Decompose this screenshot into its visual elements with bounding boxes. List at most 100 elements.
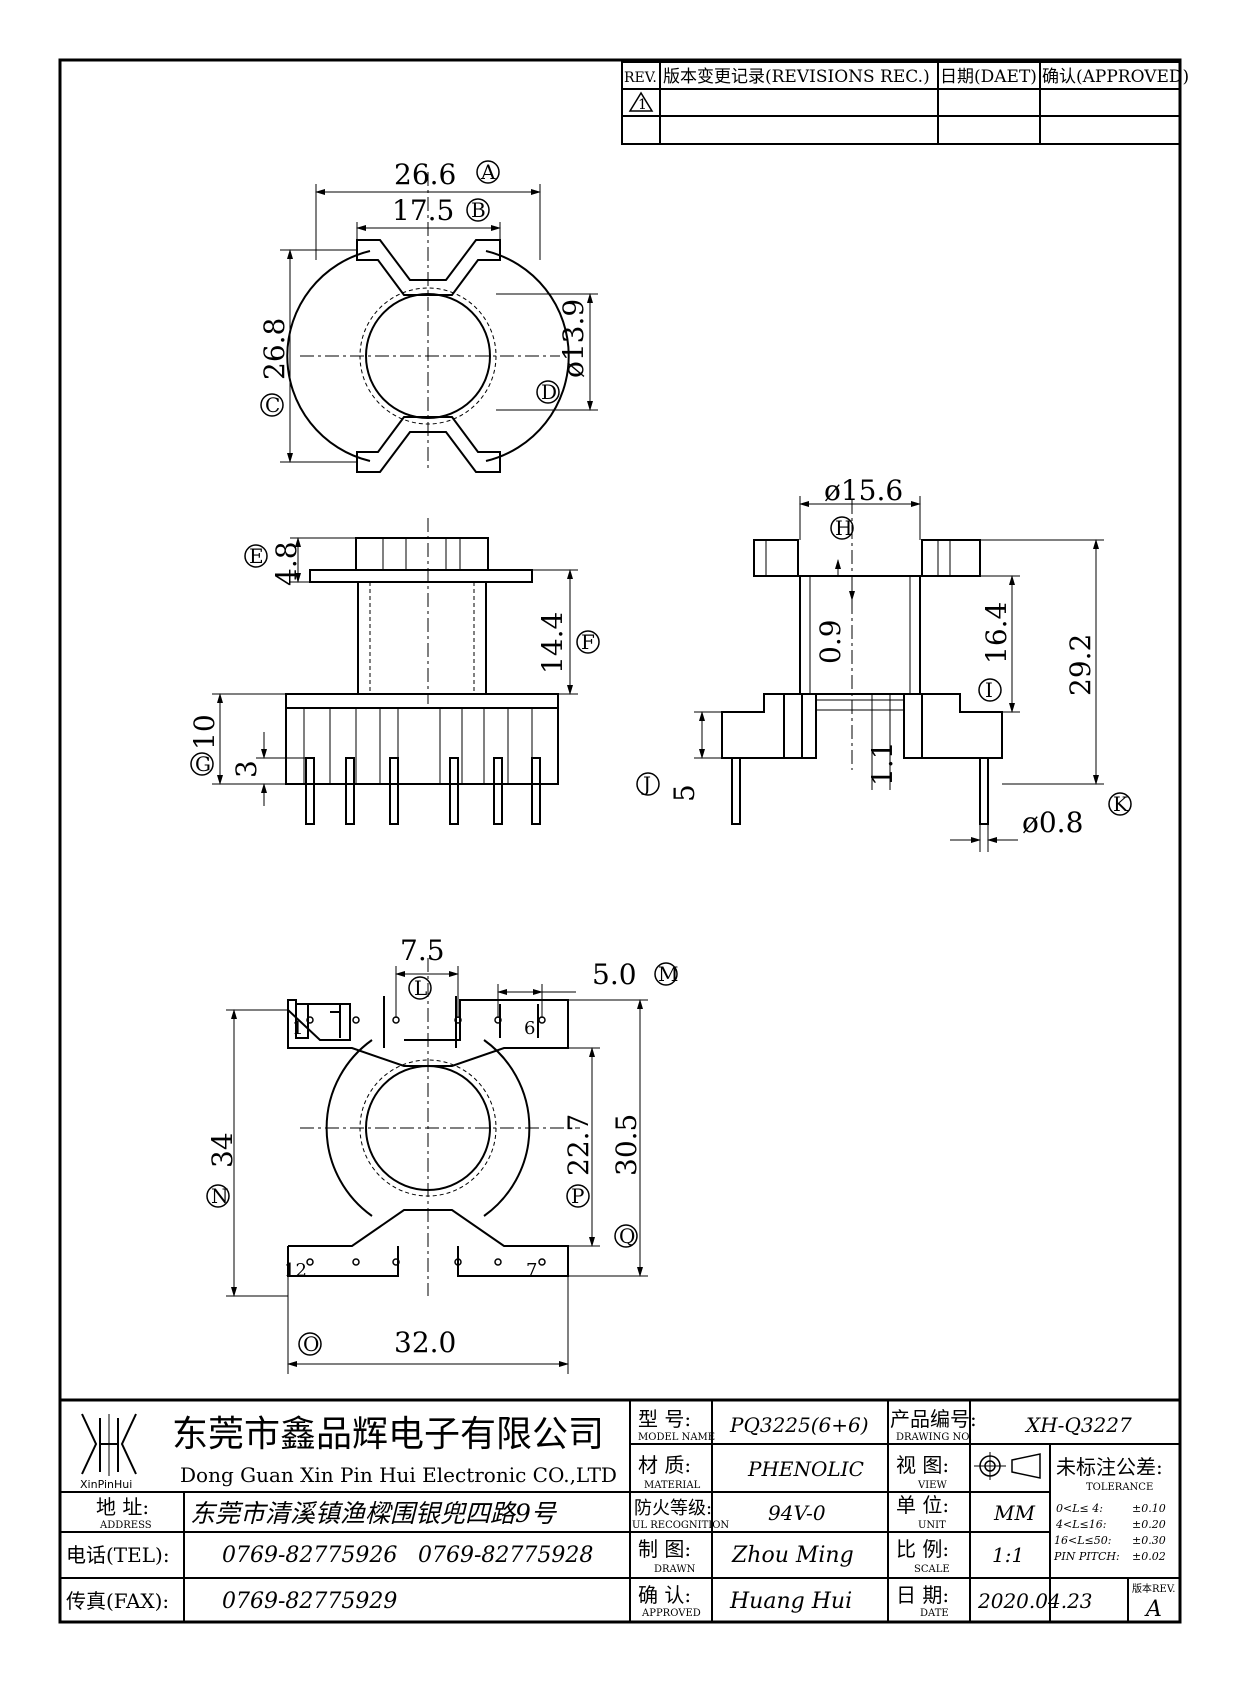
model-label-en: MODEL NAME xyxy=(638,1432,715,1443)
label-f-icon: F xyxy=(576,630,600,654)
drawn-value: Zhou Ming xyxy=(731,1543,854,1568)
projection-symbol-icon xyxy=(974,1452,1041,1480)
dim-m-value: 5.0 xyxy=(592,958,637,991)
dim-d-value: ø13.9 xyxy=(557,299,590,378)
tolerance-range-4: PIN PITCH: xyxy=(1053,1550,1120,1563)
dim-i-value: 16.4 xyxy=(980,602,1013,664)
pin-label-7: 7 xyxy=(526,1260,537,1281)
svg-text:J: J xyxy=(641,772,651,796)
approved-value: Huang Hui xyxy=(729,1589,852,1614)
dim-e-value: 4.8 xyxy=(270,541,303,586)
label-o-icon: O xyxy=(298,1332,322,1356)
drawn-label: 制 图: xyxy=(638,1537,691,1561)
label-h-icon: H xyxy=(830,516,854,540)
company-name-cn: 东莞市鑫品辉电子有限公司 xyxy=(172,1414,604,1455)
label-n-icon: N xyxy=(206,1184,230,1208)
front-view xyxy=(212,518,578,825)
model-label: 型 号: xyxy=(638,1407,691,1431)
unit-label-en: UNIT xyxy=(918,1520,946,1531)
svg-text:A: A xyxy=(480,160,496,184)
svg-text:K: K xyxy=(1113,792,1129,816)
drawn-label-en: DRAWN xyxy=(654,1564,696,1575)
address-label: 地 址: xyxy=(96,1495,149,1519)
top-view xyxy=(280,172,598,473)
label-c-icon: C xyxy=(260,393,284,417)
view-label: 视 图: xyxy=(896,1453,949,1477)
company-name-en: Dong Guan Xin Pin Hui Electronic CO.,LTD xyxy=(180,1463,617,1487)
drawing-no-value: XH-Q3227 xyxy=(1024,1413,1132,1437)
sheet-border xyxy=(58,58,1182,1624)
dim-j-value: 5 xyxy=(668,784,701,802)
label-j-icon: J xyxy=(636,772,660,796)
svg-text:L: L xyxy=(414,976,427,1000)
label-k-icon: K xyxy=(1108,792,1132,816)
dim-p-value: 22.7 xyxy=(562,1114,595,1176)
dim-l-value: 7.5 xyxy=(400,934,445,967)
dim-total-height: 29.2 xyxy=(1064,634,1097,696)
tolerance-range-2: 4<L≤16: xyxy=(1055,1518,1106,1531)
pin-label-12: 12 xyxy=(284,1260,307,1281)
fax-label: 传真(FAX): xyxy=(66,1589,169,1613)
logo-text: XinPinHui xyxy=(80,1478,132,1491)
rev-label: 版本REV. xyxy=(1132,1582,1175,1595)
svg-text:P: P xyxy=(571,1184,584,1208)
unit-value: MM xyxy=(993,1501,1035,1525)
scale-value: 1:1 xyxy=(992,1543,1024,1567)
label-a-icon: A xyxy=(476,160,500,184)
svg-text:Q: Q xyxy=(619,1224,635,1248)
rev-header: REV. xyxy=(624,70,657,86)
dim-a-value: 26.6 xyxy=(394,158,456,191)
tolerance-range-1: 0<L≤ 4: xyxy=(1056,1502,1103,1515)
svg-text:N: N xyxy=(211,1184,229,1208)
material-label: 材 质: xyxy=(638,1453,691,1477)
ul-value: 94V-0 xyxy=(768,1501,826,1525)
approved-label: 确 认: xyxy=(638,1583,691,1607)
material-label-en: MATERIAL xyxy=(644,1480,701,1491)
label-i-icon: I xyxy=(978,678,1002,702)
svg-text:1: 1 xyxy=(638,97,647,113)
svg-text:B: B xyxy=(471,198,486,222)
label-e-icon: E xyxy=(244,544,268,568)
svg-text:I: I xyxy=(985,678,993,702)
tolerance-value-2: ±0.20 xyxy=(1132,1518,1166,1531)
dim-f-value: 14.4 xyxy=(536,612,569,674)
scale-label: 比 例: xyxy=(896,1537,949,1561)
pin-label-1: 1 xyxy=(292,1018,303,1039)
label-q-icon: Q xyxy=(614,1224,638,1248)
tolerance-value-4: ±0.02 xyxy=(1132,1550,1166,1563)
label-b-icon: B xyxy=(466,198,490,222)
company-logo xyxy=(81,1413,137,1476)
date-value: 2020.04.23 xyxy=(977,1589,1093,1613)
svg-text:F: F xyxy=(581,630,595,654)
date-label: 日 期: xyxy=(896,1583,949,1607)
ul-label-en: UL RECOGNITION xyxy=(632,1520,729,1531)
approved-header: 确认(APPROVED) xyxy=(1042,67,1189,87)
tel-number-2: 0769-82775928 xyxy=(418,1543,593,1568)
label-p-icon: P xyxy=(566,1184,590,1208)
label-d-icon: D xyxy=(536,380,560,404)
svg-text:M: M xyxy=(658,962,678,986)
address-label-en: ADDRESS xyxy=(99,1520,152,1531)
label-l-icon: L xyxy=(408,976,432,1000)
svg-text:G: G xyxy=(195,752,211,776)
tel-number-1: 0769-82775926 xyxy=(222,1543,397,1568)
tolerance-title: 未标注公差: xyxy=(1056,1455,1163,1479)
tolerance-range-3: 16<L≤50: xyxy=(1054,1534,1111,1547)
dim-pin-offset: 3 xyxy=(230,760,263,778)
svg-text:C: C xyxy=(265,393,280,417)
side-view xyxy=(694,496,1104,852)
address-value: 东莞市清溪镇渔樑围银兜四路9号 xyxy=(190,1499,558,1528)
bottom-view xyxy=(226,958,648,1374)
label-m-icon: M xyxy=(654,962,678,986)
pin-label-6: 6 xyxy=(524,1018,535,1039)
dim-k-value: ø0.8 xyxy=(1022,806,1083,839)
rev-triangle-icon: 1 xyxy=(628,91,654,113)
dim-c-value: 26.8 xyxy=(258,318,291,380)
rev-value: A xyxy=(1144,1597,1162,1622)
tolerance-value-1: ±0.10 xyxy=(1132,1502,1166,1515)
dim-g-value: 10 xyxy=(188,714,221,750)
tolerance-value-3: ±0.30 xyxy=(1132,1534,1166,1547)
title-block-grid xyxy=(60,1398,1180,1622)
view-label-en: VIEW xyxy=(917,1480,947,1491)
